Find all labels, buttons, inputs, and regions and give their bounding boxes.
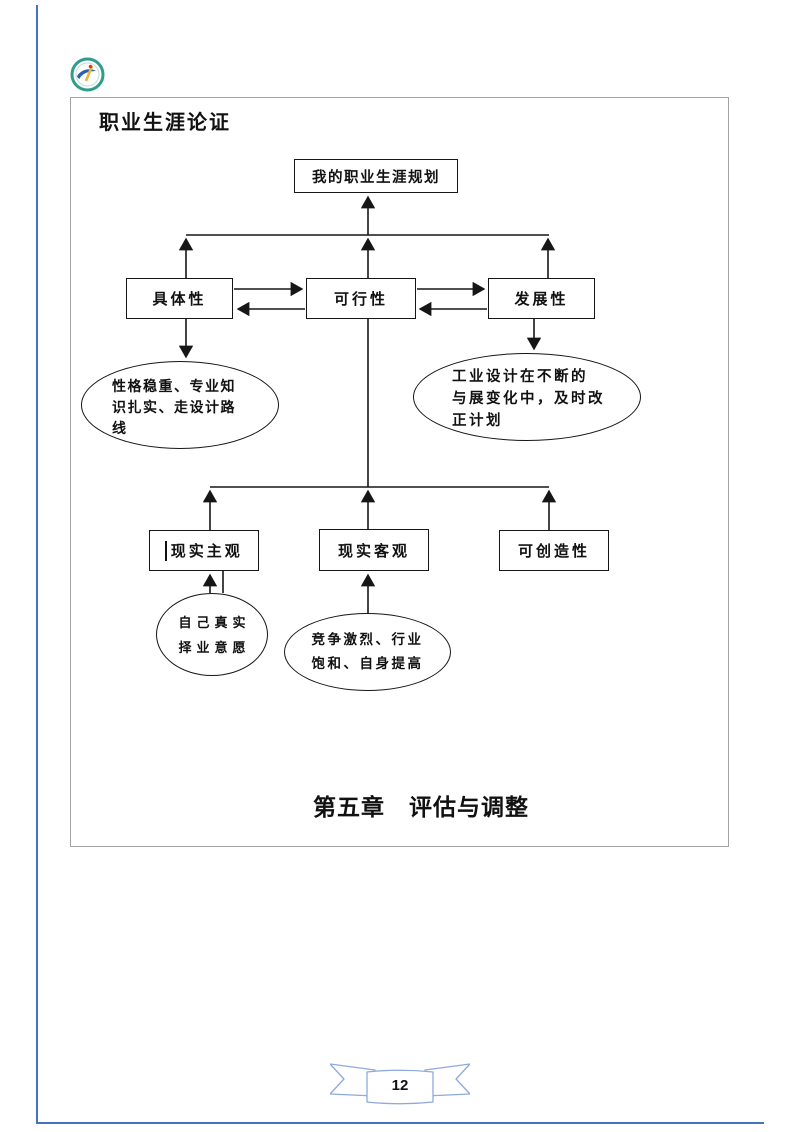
flowchart-connectors bbox=[178, 195, 557, 613]
page-border-left bbox=[36, 5, 38, 1124]
note-subjective-ellipse[interactable]: 自己真实 择业意愿 bbox=[156, 593, 268, 676]
node-development-label: 发展性 bbox=[514, 291, 569, 308]
note-line: 工业设计在不断的 bbox=[452, 369, 588, 385]
note-line: 正计划 bbox=[452, 413, 503, 429]
node-specificity-label: 具体性 bbox=[152, 291, 207, 308]
note-line: 自己真实 bbox=[178, 614, 251, 630]
note-line: 与展变化中，及时改 bbox=[452, 391, 605, 407]
note-line: 性格稳重、专业知 bbox=[112, 377, 236, 394]
note-line: 竞争激烈、行业 bbox=[311, 632, 424, 647]
text-cursor bbox=[165, 540, 167, 561]
note-development-ellipse[interactable]: 工业设计在不断的 与展变化中，及时改 正计划 bbox=[413, 353, 641, 441]
school-logo-icon bbox=[70, 57, 105, 92]
note-specificity-ellipse[interactable]: 性格稳重、专业知 识扎实、走设计路 线 bbox=[81, 361, 279, 449]
note-line: 饱和、自身提高 bbox=[311, 656, 424, 671]
page-title: 职业生涯论证 bbox=[99, 112, 231, 134]
node-specificity[interactable]: 具体性 bbox=[126, 278, 233, 319]
node-career-plan[interactable]: 我的职业生涯规划 bbox=[294, 159, 458, 193]
note-line: 择业意愿 bbox=[178, 639, 251, 655]
document-page: 职业生涯论证 bbox=[70, 97, 729, 847]
school-logo bbox=[62, 55, 113, 94]
node-objective-reality[interactable]: 现实客观 bbox=[319, 529, 429, 571]
node-creativity[interactable]: 可创造性 bbox=[499, 530, 609, 571]
ribbon-banner-icon bbox=[329, 1063, 471, 1105]
node-creativity-label: 可创造性 bbox=[517, 543, 590, 560]
note-line: 线 bbox=[112, 419, 128, 436]
chapter-title: 第五章 评估与调整 bbox=[313, 794, 529, 820]
note-line: 识扎实、走设计路 bbox=[112, 398, 236, 415]
page-border-bottom bbox=[36, 1122, 764, 1124]
page-number-ribbon: 12 bbox=[329, 1050, 471, 1112]
node-subjective-reality-label: 现实主观 bbox=[170, 543, 243, 560]
node-objective-reality-label: 现实客观 bbox=[337, 542, 410, 560]
node-feasibility-label: 可行性 bbox=[333, 291, 388, 308]
note-objective-ellipse[interactable]: 竞争激烈、行业 饱和、自身提高 bbox=[284, 613, 451, 691]
node-development[interactable]: 发展性 bbox=[488, 278, 595, 319]
node-subjective-reality[interactable]: 现实主观 bbox=[149, 530, 259, 571]
node-feasibility[interactable]: 可行性 bbox=[306, 278, 416, 319]
page-number: 12 bbox=[391, 1077, 409, 1094]
node-career-plan-label: 我的职业生涯规划 bbox=[312, 169, 440, 186]
